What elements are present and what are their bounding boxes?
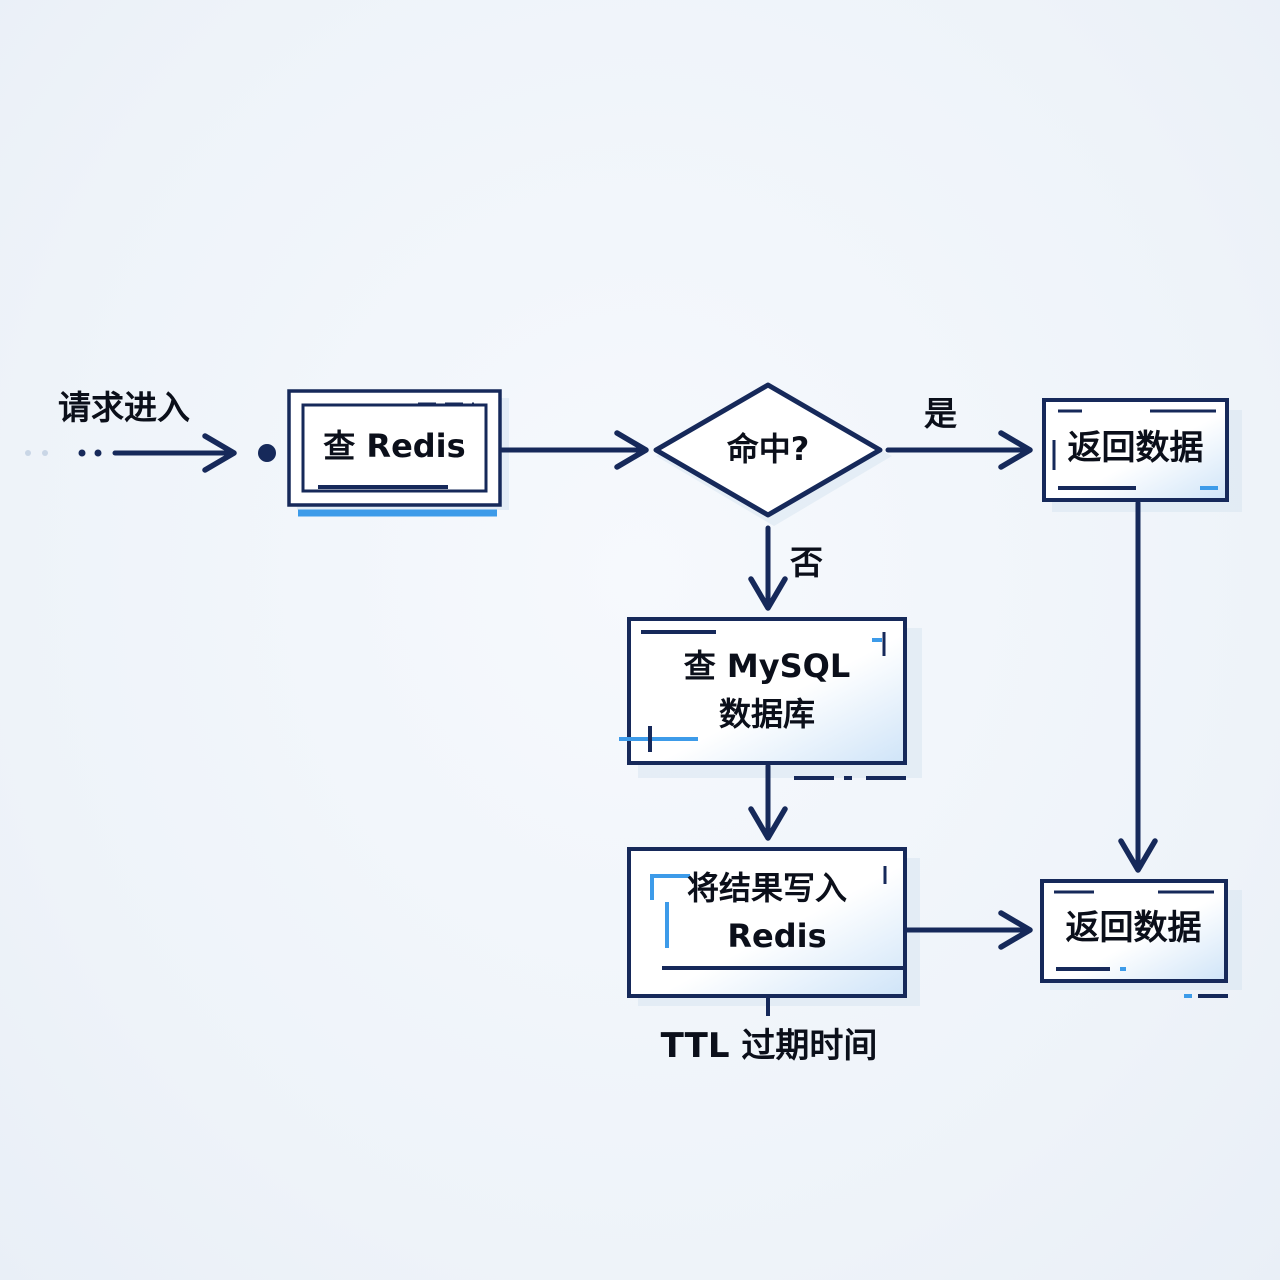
mysql-query-label-line2: 数据库 bbox=[718, 695, 815, 733]
no-label: 否 bbox=[790, 543, 823, 582]
write-redis-label-line2: Redis bbox=[727, 917, 827, 955]
return-data-box-top bbox=[1042, 398, 1242, 512]
mysql-query-box bbox=[619, 617, 922, 780]
entry-connector bbox=[25, 433, 276, 473]
redis-query-label: 查 Redis bbox=[323, 427, 466, 465]
start-label: 请求进入 bbox=[58, 388, 190, 427]
return-data-box-bottom bbox=[1040, 879, 1242, 998]
decision-label: 命中? bbox=[726, 430, 810, 468]
yes-label: 是 bbox=[924, 394, 957, 433]
return-data-label-top: 返回数据 bbox=[1067, 428, 1204, 468]
ttl-label: TTL 过期时间 bbox=[660, 1026, 878, 1066]
redis-query-box bbox=[287, 389, 509, 517]
write-redis-box bbox=[627, 847, 920, 1016]
mysql-query-label-line1: 查 MySQL bbox=[683, 647, 851, 685]
hit-decision-diamond bbox=[653, 382, 892, 526]
write-redis-label-line1: 将结果写入 bbox=[686, 869, 847, 907]
return-data-label-bottom: 返回数据 bbox=[1065, 908, 1202, 948]
